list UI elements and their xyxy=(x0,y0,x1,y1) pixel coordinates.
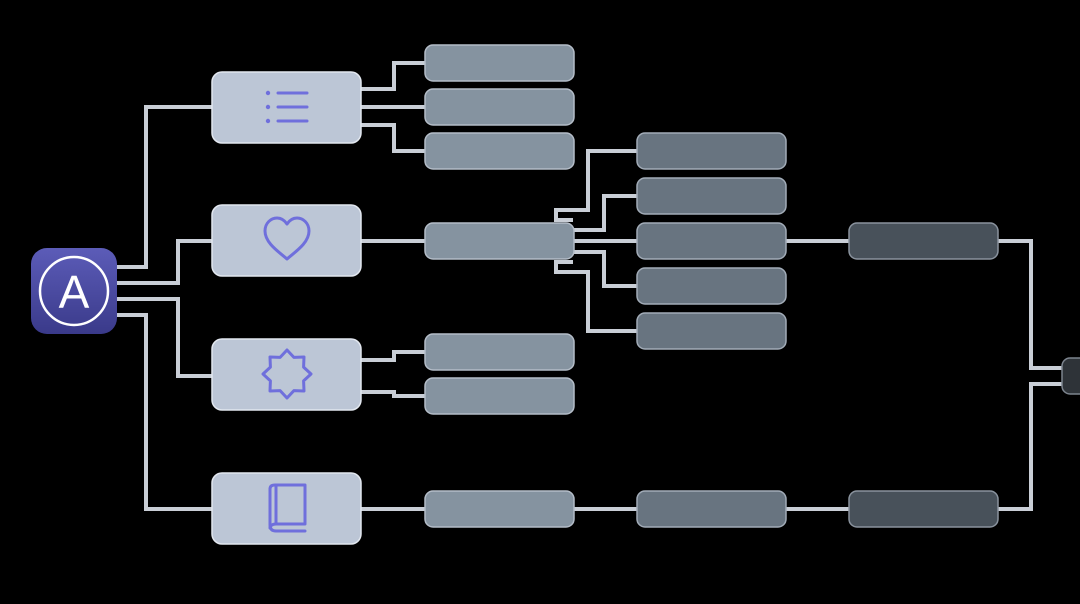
connector xyxy=(998,382,1062,511)
heart-icon xyxy=(263,216,311,261)
node-book-item[interactable] xyxy=(424,490,575,528)
node-heart-sub-3[interactable] xyxy=(636,222,787,260)
category-heart[interactable] xyxy=(211,204,362,277)
node-list-item-1[interactable] xyxy=(424,44,575,82)
connector xyxy=(573,194,637,232)
connector xyxy=(573,250,637,288)
connector xyxy=(554,260,637,333)
connector xyxy=(117,313,212,511)
category-badge[interactable] xyxy=(211,338,362,411)
badge-icon xyxy=(261,348,313,400)
category-nodes xyxy=(211,71,362,545)
node-heart-item[interactable] xyxy=(424,222,575,260)
node-heart-sub-2[interactable] xyxy=(636,177,787,215)
level-3-nodes xyxy=(848,222,999,528)
level-1-nodes xyxy=(424,44,575,528)
connectors xyxy=(117,61,1062,511)
connector xyxy=(117,297,212,378)
connector xyxy=(998,239,1062,370)
connector xyxy=(361,61,425,91)
node-book-final[interactable] xyxy=(848,490,999,528)
level-2-nodes xyxy=(636,132,787,528)
app-logo-letter: A xyxy=(59,266,90,318)
connector xyxy=(554,149,637,222)
connector xyxy=(117,105,212,269)
app-logo-ring xyxy=(38,255,110,327)
node-heart-sub-4[interactable] xyxy=(636,267,787,305)
node-list-item-3[interactable] xyxy=(424,132,575,170)
node-heart-final[interactable] xyxy=(848,222,999,260)
connector xyxy=(361,350,425,362)
node-heart-sub-1[interactable] xyxy=(636,132,787,170)
book-icon xyxy=(268,483,307,533)
connector xyxy=(117,239,212,285)
connector xyxy=(361,123,425,153)
list-icon xyxy=(265,90,309,124)
node-merge[interactable] xyxy=(1061,357,1080,395)
node-list-item-2[interactable] xyxy=(424,88,575,126)
app-logo-icon xyxy=(31,248,117,334)
node-badge-item-2[interactable] xyxy=(424,377,575,415)
connector xyxy=(361,390,425,398)
node-heart-sub-5[interactable] xyxy=(636,312,787,350)
node-badge-item-1[interactable] xyxy=(424,333,575,371)
category-book[interactable] xyxy=(211,472,362,545)
app-logo[interactable]: A xyxy=(31,248,117,334)
node-book-sub[interactable] xyxy=(636,490,787,528)
